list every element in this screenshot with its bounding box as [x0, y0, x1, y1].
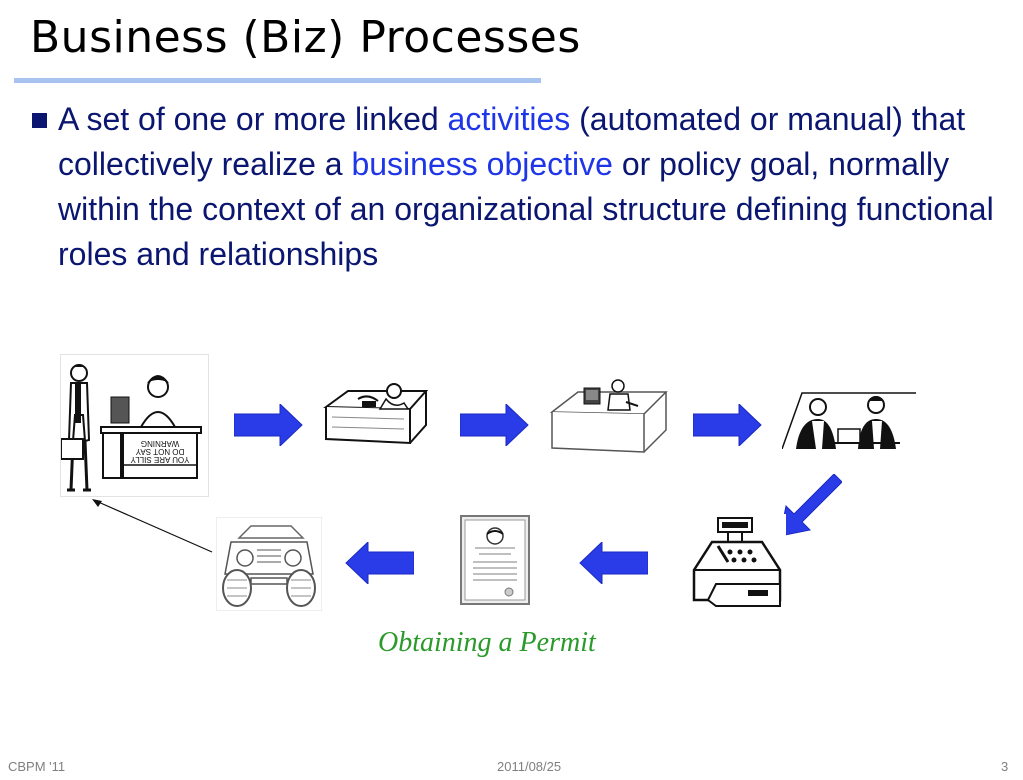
- right-arrow-icon: [693, 404, 762, 446]
- sign-line-3: YOU ARE SILLY: [130, 455, 190, 464]
- right-arrow-icon: [234, 404, 303, 446]
- left-arrow-icon: [345, 542, 414, 584]
- footer-date: 2011/08/25: [497, 759, 562, 774]
- bullet-text-part1: A set of one or more linked: [58, 101, 448, 137]
- worker-in-cubicle-illustration: [318, 377, 436, 455]
- cash-register-illustration: [688, 514, 786, 610]
- certificate-document-illustration: [459, 514, 531, 606]
- footer-conference: CBPM '11: [8, 759, 66, 774]
- left-arrow-icon: [579, 542, 648, 584]
- term-activities: activities: [447, 101, 571, 137]
- return-arrow-line: [92, 499, 213, 553]
- bullet-marker: [32, 113, 47, 128]
- right-arrow-icon: [460, 404, 529, 446]
- term-business-objective: business objective: [351, 146, 613, 182]
- sign-line-2: DO NOT SAY: [135, 447, 184, 456]
- slide-title: Business (Biz) Processes: [30, 12, 581, 63]
- title-underline: [14, 78, 541, 83]
- bullet-text-part3: or policy goal, normally within the cont…: [58, 146, 994, 272]
- jeep-car-illustration: [216, 517, 322, 611]
- meeting-people-illustration: [782, 387, 916, 449]
- footer-page-number: 3: [1001, 759, 1009, 774]
- clerk-desk-sign-illustration: WARNING DO NOT SAY YOU ARE SILLY: [60, 354, 209, 497]
- down-left-arrow-icon: [779, 474, 842, 537]
- diagram-caption: Obtaining a Permit: [378, 627, 596, 658]
- bullet-text: A set of one or more linked activities (…: [58, 97, 998, 277]
- sign-line-1: WARNING: [141, 439, 179, 448]
- bullet-text-part2: (automated or manual) that collectively …: [58, 101, 966, 182]
- computer-desk-illustration: [548, 376, 670, 456]
